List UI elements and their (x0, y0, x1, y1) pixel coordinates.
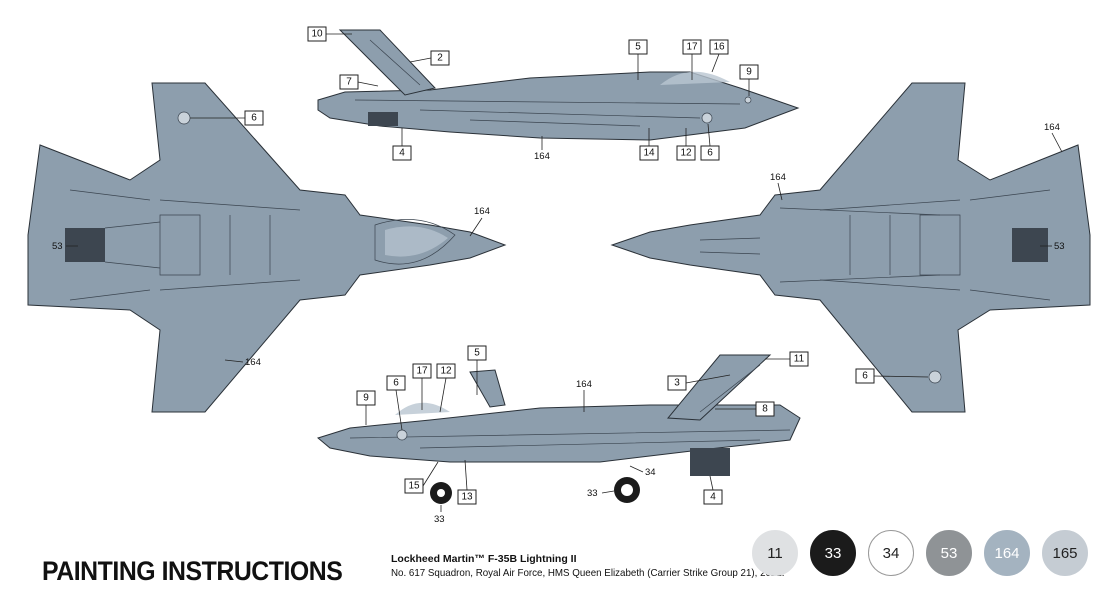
bottom-view-plan (610, 82, 1091, 413)
callout-6-top: 6 (244, 110, 264, 126)
label-164-nose: 164 (474, 206, 490, 217)
svg-text:8: 8 (762, 404, 768, 415)
paint-swatch-11: 11 (752, 530, 798, 576)
svg-text:14: 14 (643, 148, 655, 159)
aircraft-subject: Lockheed Martin™ F-35B Lightning II No. … (391, 553, 814, 579)
svg-text:6: 6 (393, 378, 399, 389)
side-lower-callouts: 5 17 12 6 9 164 3 11 8 15 33 13 34 33 4 (356, 345, 809, 525)
label-33-nosewheel: 33 (434, 514, 445, 525)
callout-12: 12 (676, 145, 696, 161)
svg-text:17: 17 (686, 42, 698, 53)
callout-6-bottom: 6 (855, 368, 875, 384)
svg-text:6: 6 (862, 371, 868, 382)
paint-swatch-165: 165 (1042, 530, 1088, 576)
callout-9-lower: 9 (356, 390, 376, 406)
svg-text:15: 15 (408, 481, 420, 492)
callout-8: 8 (755, 401, 775, 417)
callout-14: 14 (639, 145, 659, 161)
bottom-view-callouts: 164 164 53 6 (770, 122, 1065, 384)
label-53-bottom: 53 (1054, 241, 1065, 252)
svg-text:2: 2 (437, 53, 443, 64)
svg-text:9: 9 (363, 393, 369, 404)
callout-2: 2 (430, 50, 450, 66)
callout-16: 16 (709, 39, 729, 55)
paint-swatch-164: 164 (984, 530, 1030, 576)
callout-13: 13 (457, 489, 477, 505)
svg-text:4: 4 (399, 148, 405, 159)
callout-6-lower: 6 (386, 375, 406, 391)
callout-5-lower: 5 (467, 345, 487, 361)
top-view-callouts: 6 53 164 164 (52, 110, 490, 368)
svg-text:4: 4 (710, 492, 716, 503)
svg-text:6: 6 (251, 113, 257, 124)
callout-11: 11 (789, 351, 809, 367)
svg-text:5: 5 (635, 42, 641, 53)
label-164-wing: 164 (245, 357, 261, 368)
aircraft-name: Lockheed Martin™ F-35B Lightning II (391, 553, 577, 565)
top-view-plan (27, 82, 507, 413)
label-164-nose-bottom: 164 (770, 172, 786, 183)
aircraft-unit: No. 617 Squadron, Royal Air Force, HMS Q… (391, 567, 785, 579)
paint-swatch-53: 53 (926, 530, 972, 576)
label-164: 164 (534, 151, 550, 162)
side-view-upper (317, 29, 800, 141)
aircraft-diagrams: 10 2 7 4 164 5 17 16 9 14 12 6 6 53 164 … (27, 26, 1091, 525)
callout-3: 3 (667, 375, 687, 391)
svg-text:16: 16 (713, 42, 725, 53)
callout-9: 9 (739, 64, 759, 80)
side-view-lower (316, 354, 801, 504)
callout-10: 10 (307, 26, 327, 42)
label-53-top: 53 (52, 241, 63, 252)
callout-4-lower: 4 (703, 489, 723, 505)
callout-6: 6 (700, 145, 720, 161)
callout-17-lower: 17 (412, 363, 432, 379)
paint-swatch-33: 33 (810, 530, 856, 576)
paint-swatch-34: 34 (868, 530, 914, 576)
label-164-lower: 164 (576, 379, 592, 390)
svg-text:5: 5 (474, 348, 480, 359)
svg-text:17: 17 (416, 366, 428, 377)
label-34: 34 (645, 467, 656, 478)
svg-text:3: 3 (674, 378, 680, 389)
svg-text:11: 11 (794, 354, 805, 365)
svg-text:6: 6 (707, 148, 713, 159)
svg-text:7: 7 (346, 77, 352, 88)
svg-text:13: 13 (461, 492, 473, 503)
label-164-tail: 164 (1044, 122, 1060, 133)
callout-12-lower: 12 (436, 363, 456, 379)
svg-text:12: 12 (680, 148, 692, 159)
callout-15: 15 (404, 478, 424, 494)
callout-5: 5 (628, 39, 648, 55)
side-upper-callouts: 10 2 7 4 164 5 17 16 9 14 12 6 (307, 26, 759, 162)
svg-text:12: 12 (440, 366, 452, 377)
label-33-mainwheel: 33 (587, 488, 598, 499)
callout-4: 4 (392, 145, 412, 161)
svg-text:9: 9 (746, 67, 752, 78)
page-title: PAINTING INSTRUCTIONS (42, 556, 343, 586)
callout-17: 17 (682, 39, 702, 55)
svg-text:10: 10 (311, 29, 323, 40)
callout-7: 7 (339, 74, 359, 90)
